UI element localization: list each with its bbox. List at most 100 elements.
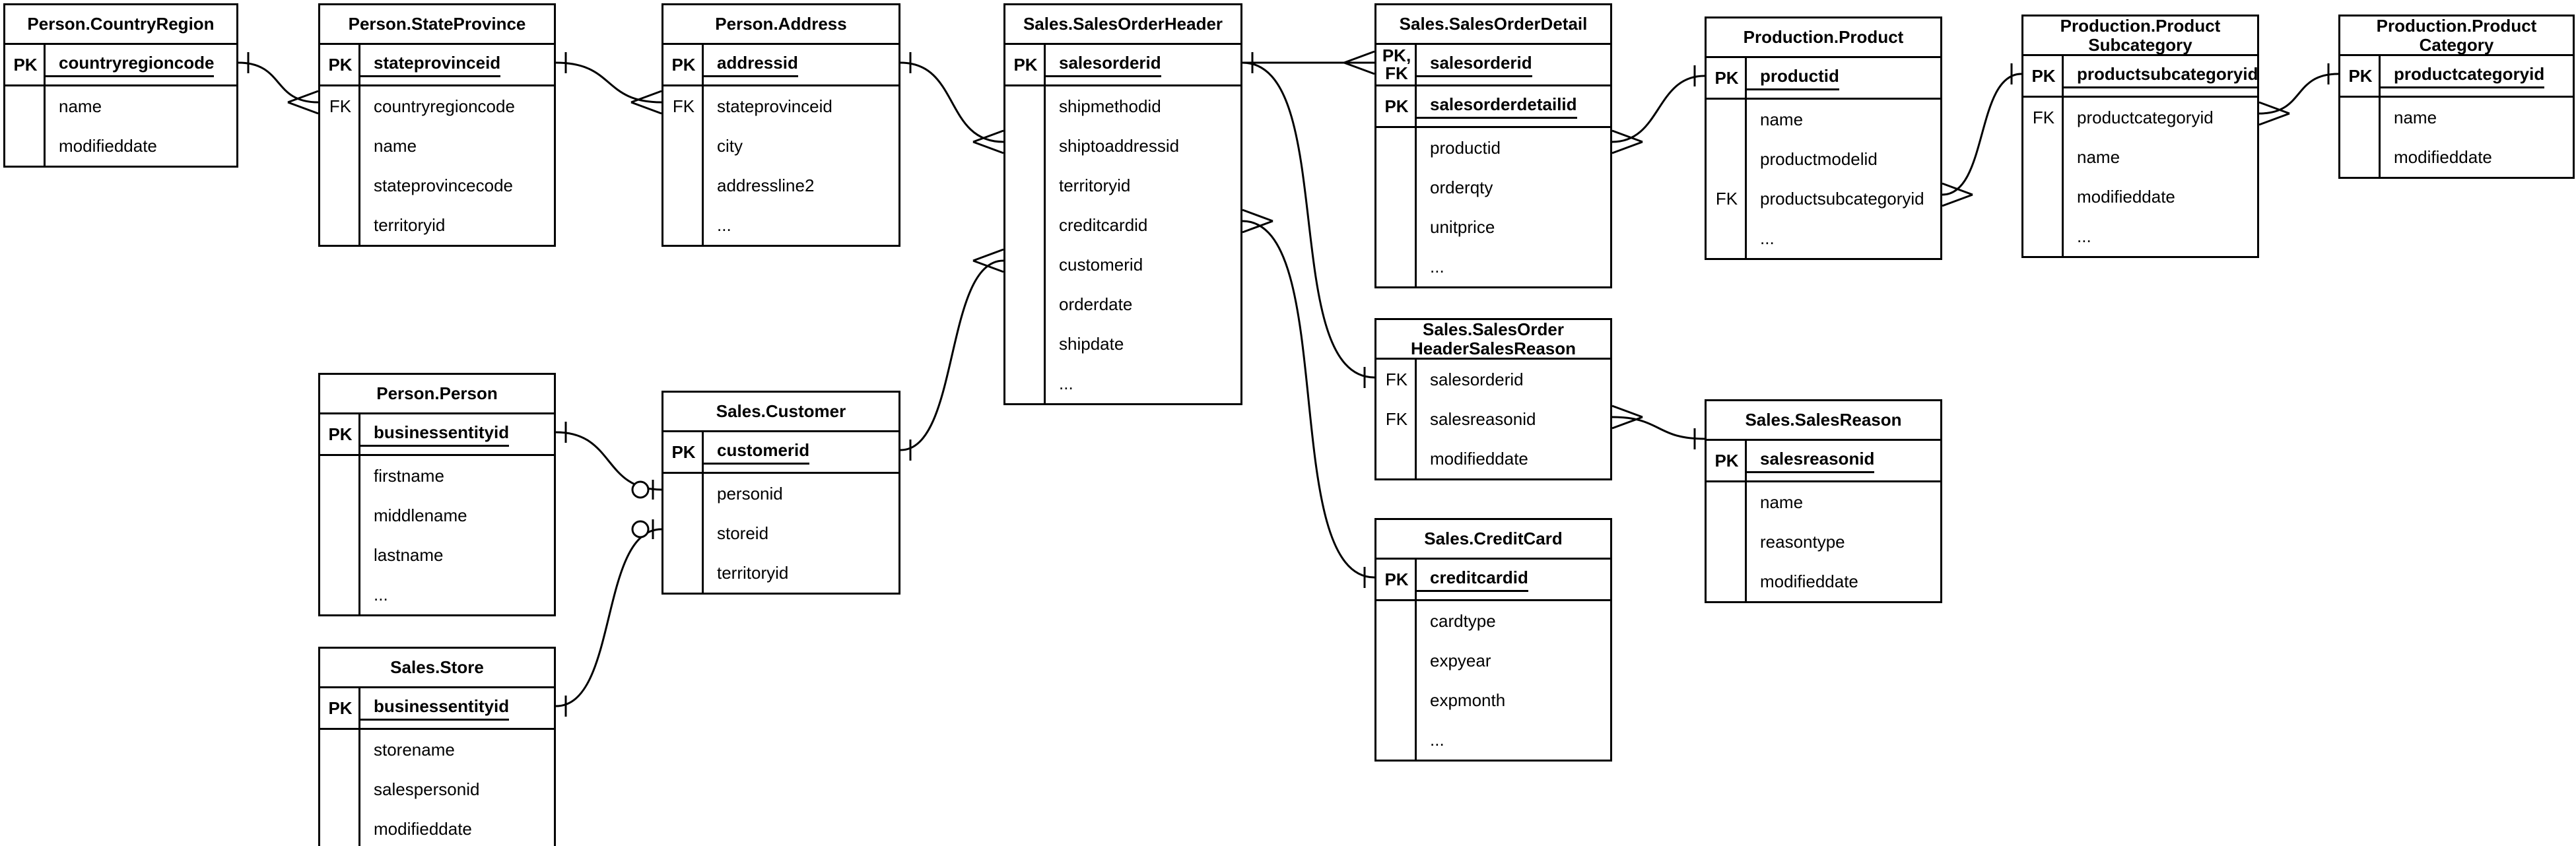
relationship-countryregion-stateprovince[interactable] <box>238 52 319 115</box>
relationship-person-customer[interactable] <box>555 422 662 500</box>
field-row[interactable]: shiptoaddressid <box>1005 126 1240 166</box>
field-name: modifieddate <box>374 818 472 839</box>
field-row[interactable]: creditcardid <box>1005 205 1240 245</box>
primary-key-field: salesorderdetailid <box>1417 94 1577 119</box>
field-row[interactable]: modifieddate <box>1707 562 1940 601</box>
field-row[interactable]: personid <box>663 474 898 513</box>
field-row[interactable]: unitprice <box>1376 207 1610 247</box>
field-row[interactable]: name <box>2023 137 2257 177</box>
field-row[interactable]: reasontype <box>1707 522 1940 562</box>
primary-key-field: customerid <box>704 440 810 465</box>
relationship-stateprovince-address[interactable] <box>555 52 662 115</box>
relationship-product-productsubcategory[interactable] <box>1942 63 2022 207</box>
field-row[interactable]: name <box>2340 98 2573 137</box>
primary-key-field: addressid <box>704 53 798 77</box>
field-name: stateprovincecode <box>374 175 514 195</box>
relationship-productsubcategory-productcategory[interactable] <box>2258 63 2339 126</box>
relationship-salesreason-salesorderheadersalesreason[interactable] <box>1611 405 1705 449</box>
field-row[interactable]: territoryid <box>320 205 554 245</box>
field-row[interactable]: shipdate <box>1005 324 1240 364</box>
field-row[interactable]: customerid <box>1005 245 1240 284</box>
field-row[interactable]: orderdate <box>1005 284 1240 324</box>
field-row[interactable]: modifieddate <box>2023 177 2257 216</box>
relationship-salesorderheader-salesorderdetail[interactable] <box>1242 50 1375 75</box>
relationship-salesorderdetail-product[interactable] <box>1611 65 1705 154</box>
field-row[interactable]: ... <box>1376 720 1610 760</box>
relationship-customer-salesorderheader[interactable] <box>900 248 1004 461</box>
field-row[interactable]: name <box>320 126 554 166</box>
field-row[interactable]: ... <box>1005 364 1240 403</box>
field-row[interactable]: ... <box>1707 218 1940 258</box>
field-row[interactable]: name <box>5 86 236 126</box>
key-label: FK <box>1715 188 1738 209</box>
field-row[interactable]: ... <box>2023 216 2257 256</box>
field-row[interactable]: firstname <box>320 456 554 496</box>
field-row[interactable]: territoryid <box>1005 166 1240 205</box>
key-label: FK <box>1385 369 1408 389</box>
field-row[interactable]: city <box>663 126 898 166</box>
field-row[interactable]: stateprovincecode <box>320 166 554 205</box>
field-row[interactable]: shipmethodid <box>1005 86 1240 126</box>
field-row[interactable]: addressline2 <box>663 166 898 205</box>
field-row[interactable]: productid <box>1376 128 1610 168</box>
field-row[interactable]: territoryid <box>663 553 898 593</box>
field-row[interactable]: storename <box>320 730 554 769</box>
field-row[interactable]: modifieddate <box>2340 137 2573 177</box>
field-row[interactable]: name <box>1707 100 1940 139</box>
field-row[interactable]: middlename <box>320 496 554 535</box>
field-row[interactable]: modifieddate <box>1376 439 1610 478</box>
field-row[interactable]: modifieddate <box>5 126 236 166</box>
field-row[interactable]: storeid <box>663 513 898 553</box>
relationship-salesorderheader-salesorderheadersalesreason[interactable] <box>1242 52 1375 388</box>
field-row[interactable]: expmonth <box>1376 680 1610 720</box>
field-row[interactable]: ... <box>1376 247 1610 286</box>
field-row[interactable]: productmodelid <box>1707 139 1940 179</box>
field-row[interactable]: ... <box>663 205 898 245</box>
field-row[interactable]: cardtype <box>1376 601 1610 641</box>
field-row[interactable]: salespersonid <box>320 769 554 809</box>
relationship-creditcard-salesorderheader[interactable] <box>1242 209 1375 588</box>
field-row[interactable]: orderqty <box>1376 168 1610 207</box>
relationship-address-salesorderheader[interactable] <box>900 52 1004 154</box>
field-row[interactable]: expyear <box>1376 641 1610 680</box>
field-row[interactable]: modifieddate <box>320 809 554 846</box>
field-row[interactable]: lastname <box>320 535 554 575</box>
field-row[interactable]: ... <box>320 575 554 614</box>
field-row[interactable]: name <box>1707 482 1940 522</box>
relationship-store-customer[interactable] <box>555 519 662 717</box>
